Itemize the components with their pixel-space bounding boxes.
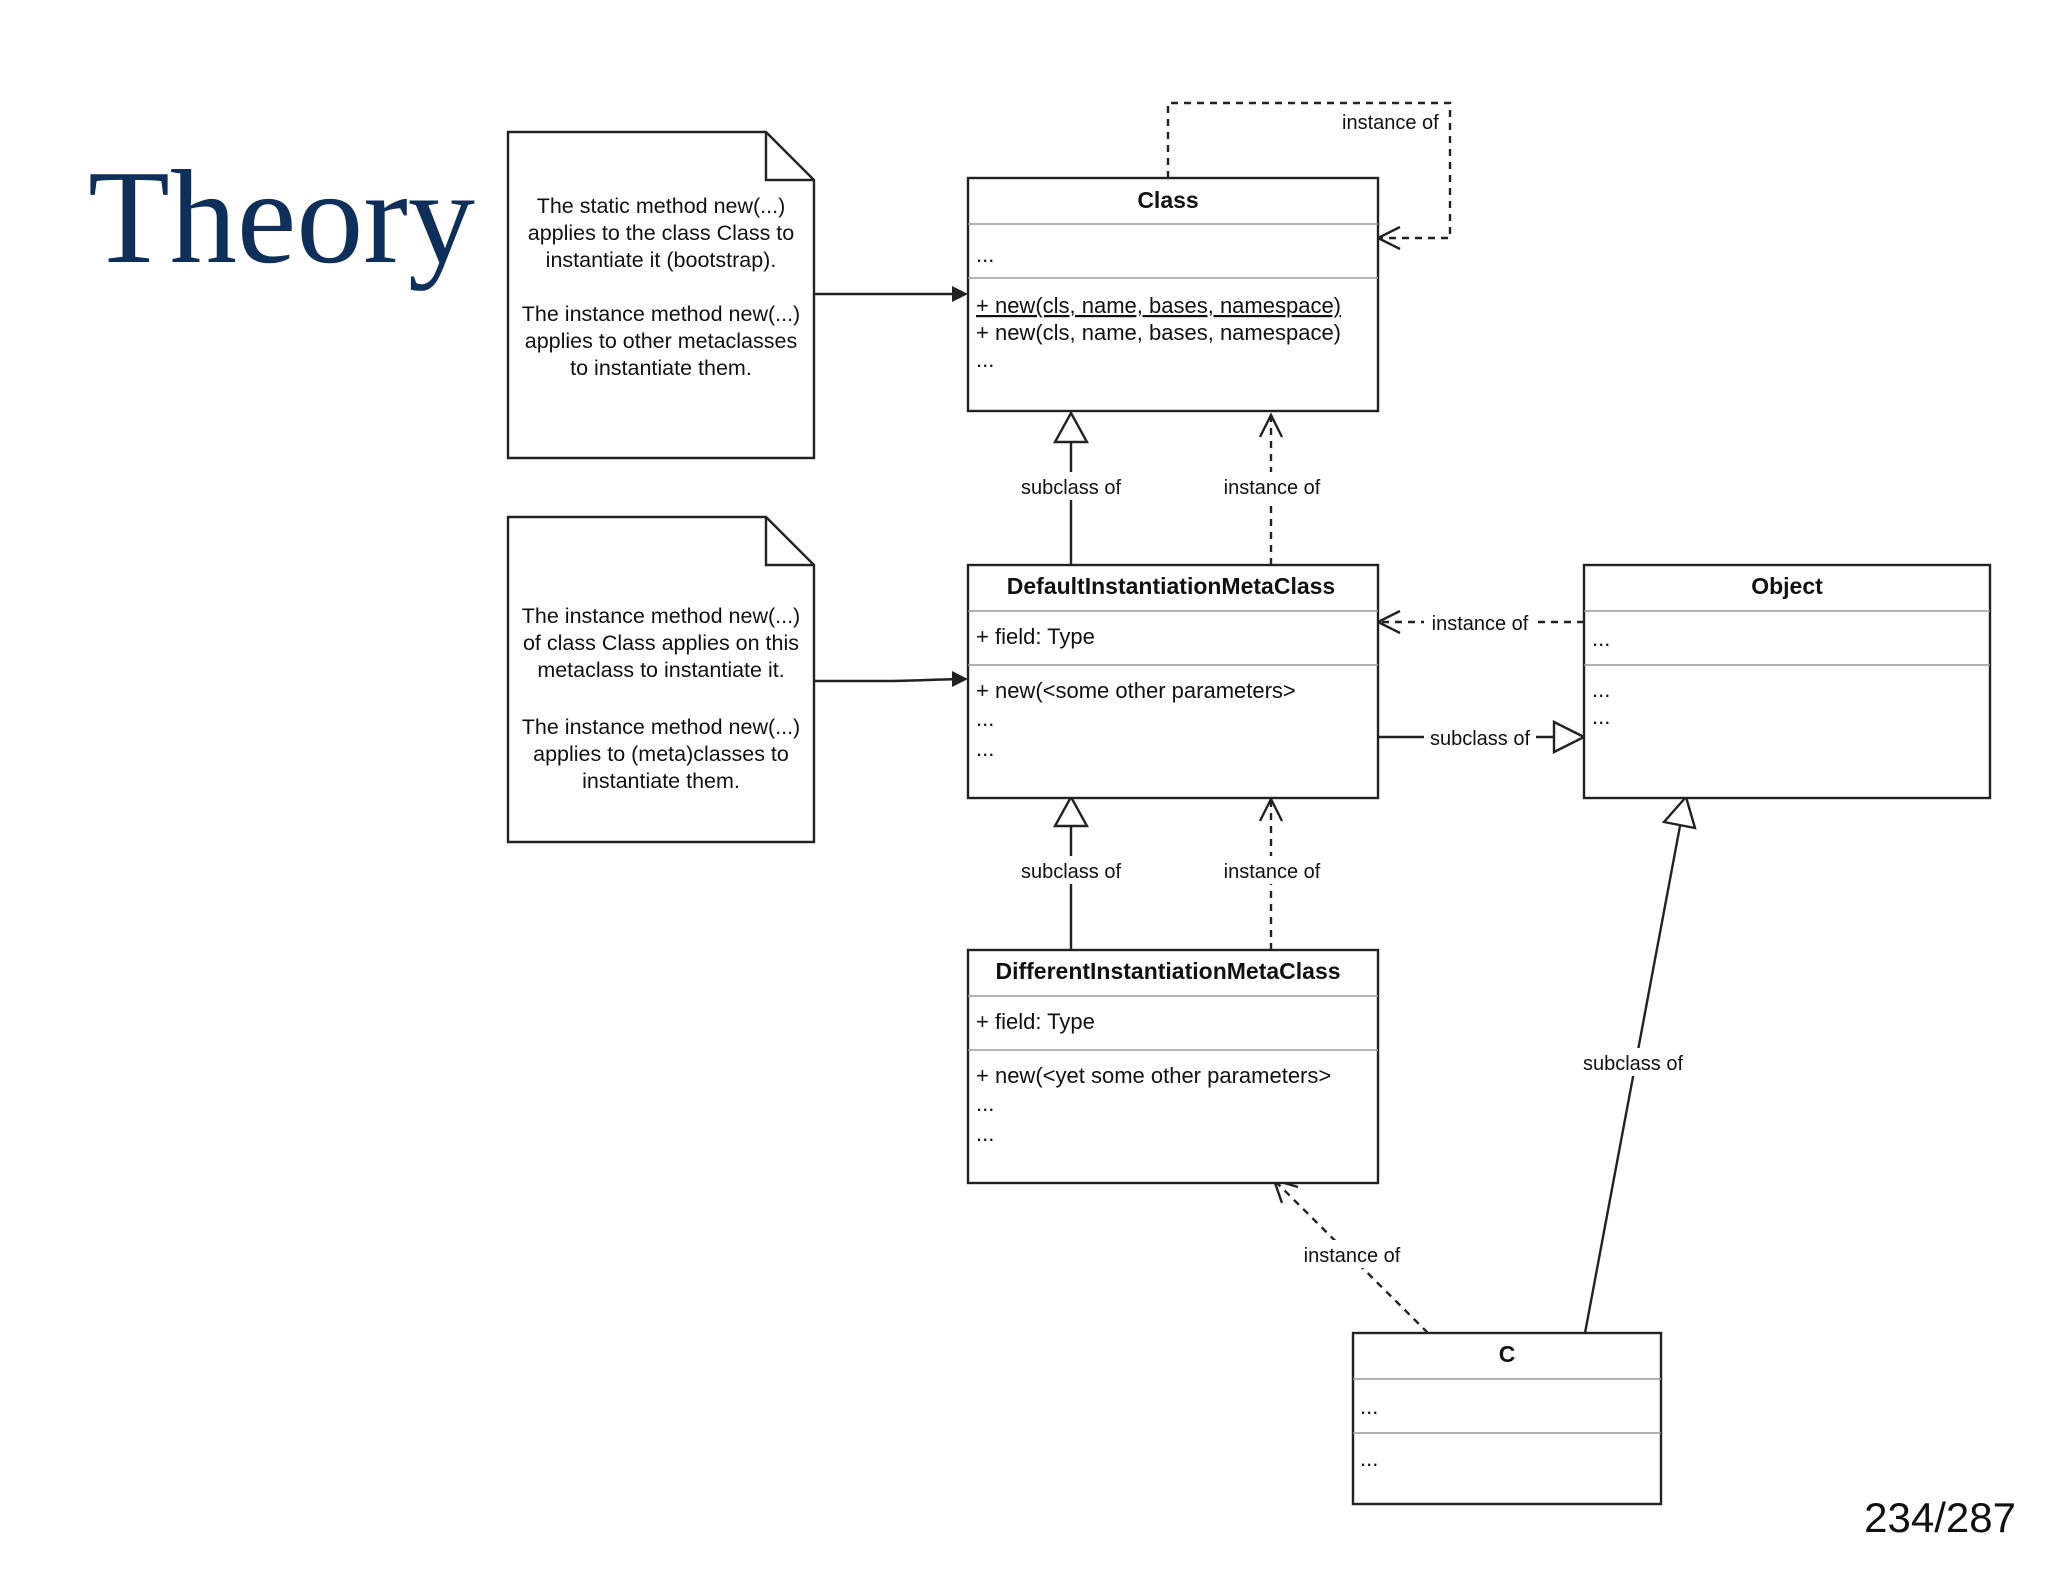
default-meta-method-3: ... (976, 736, 994, 761)
note-bootstrap-line-7: to instantiate them. (570, 356, 752, 380)
edge-different-subclass-default: subclass of (1012, 794, 1132, 950)
class-box-class: Class ... + new(cls, name, bases, namesp… (966, 176, 1380, 413)
default-meta-attribute: + field: Type (976, 624, 1095, 649)
different-meta-attribute: + field: Type (976, 1009, 1095, 1034)
object-method-1: ... (1592, 677, 1610, 702)
label-object-instance-default: instance of (1432, 613, 1529, 635)
different-meta-title: DifferentInstantiationMetaClass (995, 958, 1340, 984)
c-attribute: ... (1360, 1394, 1378, 1419)
class-box-object: Object ... ... ... (1582, 563, 1992, 800)
class-box-different-meta: DifferentInstantiationMetaClass + field:… (966, 948, 1380, 1185)
edge-object-instance-default: instance of (1375, 608, 1584, 636)
edge-default-instance-class: instance of (1214, 412, 1330, 565)
class-static-method: + new(cls, name, bases, namespace) (976, 293, 1341, 318)
edge-c-instance-different: instance of (1272, 1178, 1429, 1334)
label-class-self-instance: instance of (1342, 112, 1439, 134)
note-bootstrap-line-3: instantiate it (bootstrap). (546, 248, 777, 272)
label-default-subclass-class: subclass of (1021, 477, 1121, 499)
label-c-instance-different: instance of (1304, 1245, 1401, 1267)
label-default-subclass-object: subclass of (1430, 728, 1530, 750)
class-instance-method: + new(cls, name, bases, namespace) (976, 320, 1341, 345)
c-method: ... (1360, 1446, 1378, 1471)
note-bootstrap-line-1: The static method new(...) (537, 194, 786, 218)
different-meta-method-3: ... (976, 1121, 994, 1146)
label-different-instance-default: instance of (1224, 861, 1321, 883)
note-bootstrap-line-2: applies to the class Class to (528, 221, 795, 245)
class-title: Class (1137, 187, 1198, 213)
object-title: Object (1751, 573, 1823, 599)
note-metaclass-line-3: metaclass to instantiate it. (537, 658, 784, 682)
class-box-default-meta: DefaultInstantiationMetaClass + field: T… (966, 563, 1380, 800)
note-bootstrap-line-6: applies to other metaclasses (525, 329, 797, 353)
default-meta-title: DefaultInstantiationMetaClass (1007, 573, 1335, 599)
class-method-ellipsis: ... (976, 347, 994, 372)
edge-c-subclass-object: subclass of (1574, 794, 1697, 1334)
default-meta-method-2: ... (976, 706, 994, 731)
edge-default-subclass-object: subclass of (1378, 720, 1587, 754)
note-metaclass: The instance method new(...) of class Cl… (506, 515, 816, 844)
object-method-2: ... (1592, 704, 1610, 729)
label-different-subclass-default: subclass of (1021, 861, 1121, 883)
note-metaclass-line-1: The instance method new(...) (522, 604, 800, 628)
note-bootstrap-line-5: The instance method new(...) (522, 302, 800, 326)
c-title: C (1499, 1341, 1516, 1367)
edge-note1-to-class (814, 286, 968, 302)
default-meta-method-1: + new(<some other parameters> (976, 678, 1296, 703)
edge-note2-to-default-meta (814, 671, 968, 687)
page-number: 234/287 (1864, 1494, 2016, 1541)
edge-different-instance-default: instance of (1214, 796, 1330, 950)
object-attribute: ... (1592, 626, 1610, 651)
slide-title: Theory (88, 143, 475, 291)
class-box-c: C ... ... (1351, 1331, 1663, 1506)
note-metaclass-line-7: instantiate them. (582, 769, 740, 793)
label-default-instance-class: instance of (1224, 477, 1321, 499)
note-metaclass-line-2: of class Class applies on this (523, 631, 799, 655)
label-c-subclass-object: subclass of (1583, 1053, 1683, 1075)
class-attribute: ... (976, 242, 994, 267)
note-bootstrap: The static method new(...) applies to th… (506, 130, 816, 460)
note-metaclass-line-5: The instance method new(...) (522, 715, 800, 739)
note-metaclass-line-6: applies to (meta)classes to (533, 742, 789, 766)
different-meta-method-2: ... (976, 1091, 994, 1116)
different-meta-method-1: + new(<yet some other parameters> (976, 1063, 1331, 1088)
edge-default-subclass-class: subclass of (1012, 410, 1132, 565)
